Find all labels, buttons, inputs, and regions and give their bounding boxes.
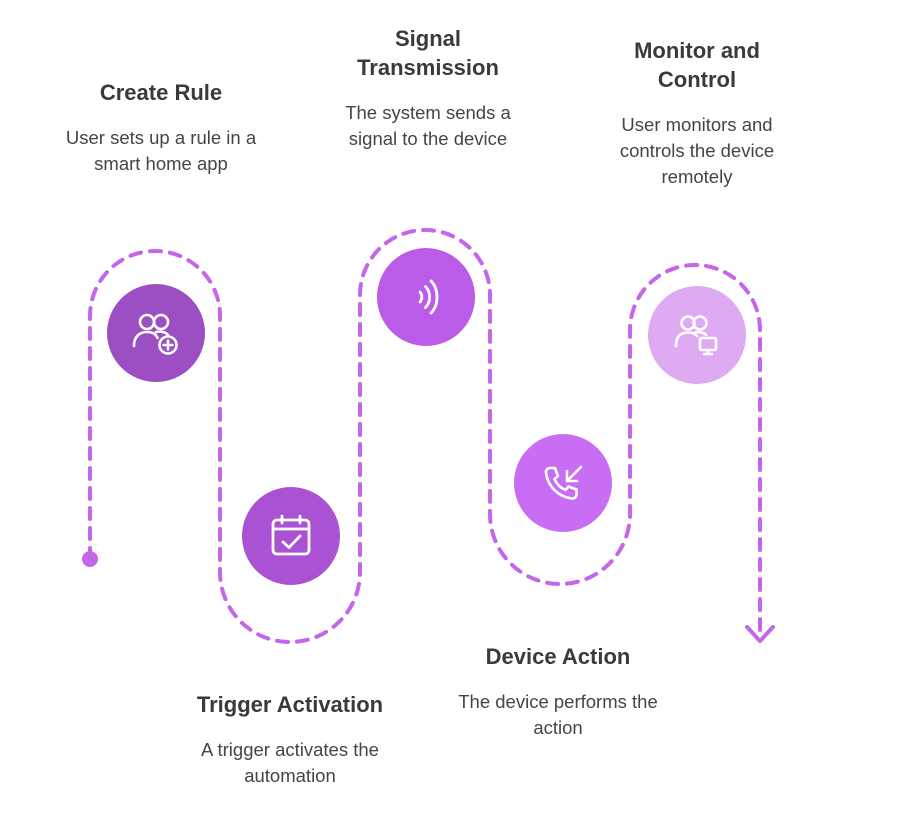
step-monitor-control-text: Monitor and Control User monitors and co… bbox=[598, 36, 796, 190]
users-plus-icon bbox=[132, 313, 178, 355]
step-title: Trigger Activation bbox=[196, 692, 384, 717]
step-trigger-activation-text: Trigger Activation A trigger activates t… bbox=[192, 690, 388, 789]
step-title: Create Rule bbox=[99, 80, 223, 105]
path-end-arrow bbox=[745, 625, 775, 643]
users-monitor-icon bbox=[674, 315, 718, 356]
step-title: Monitor and Control bbox=[634, 38, 760, 92]
step-device-action-circle bbox=[514, 434, 612, 532]
phone-incoming-icon bbox=[544, 465, 583, 500]
step-create-rule-circle bbox=[107, 284, 205, 382]
step-create-rule-text: Create Rule User sets up a rule in a sma… bbox=[55, 78, 267, 177]
path-start-dot bbox=[82, 551, 98, 567]
step-description: The device performs the action bbox=[458, 691, 658, 738]
step-description: User monitors and controls the device re… bbox=[619, 114, 775, 187]
step-signal-transmission-text: Signal Transmission The system sends a s… bbox=[322, 24, 534, 152]
step-description: A trigger activates the automation bbox=[201, 739, 379, 786]
calendar-check-icon bbox=[271, 514, 311, 556]
step-trigger-activation-circle bbox=[242, 487, 340, 585]
step-signal-transmission-circle bbox=[377, 248, 475, 346]
signal-waves-icon bbox=[418, 279, 439, 315]
step-description: The system sends a signal to the device bbox=[345, 102, 511, 149]
step-monitor-control-circle bbox=[648, 286, 746, 384]
step-device-action-text: Device Action The device performs the ac… bbox=[452, 642, 664, 741]
step-title: Device Action bbox=[485, 644, 631, 669]
dashed-connector bbox=[88, 228, 762, 644]
step-description: User sets up a rule in a smart home app bbox=[65, 127, 257, 174]
step-title: Signal Transmission bbox=[357, 26, 499, 80]
